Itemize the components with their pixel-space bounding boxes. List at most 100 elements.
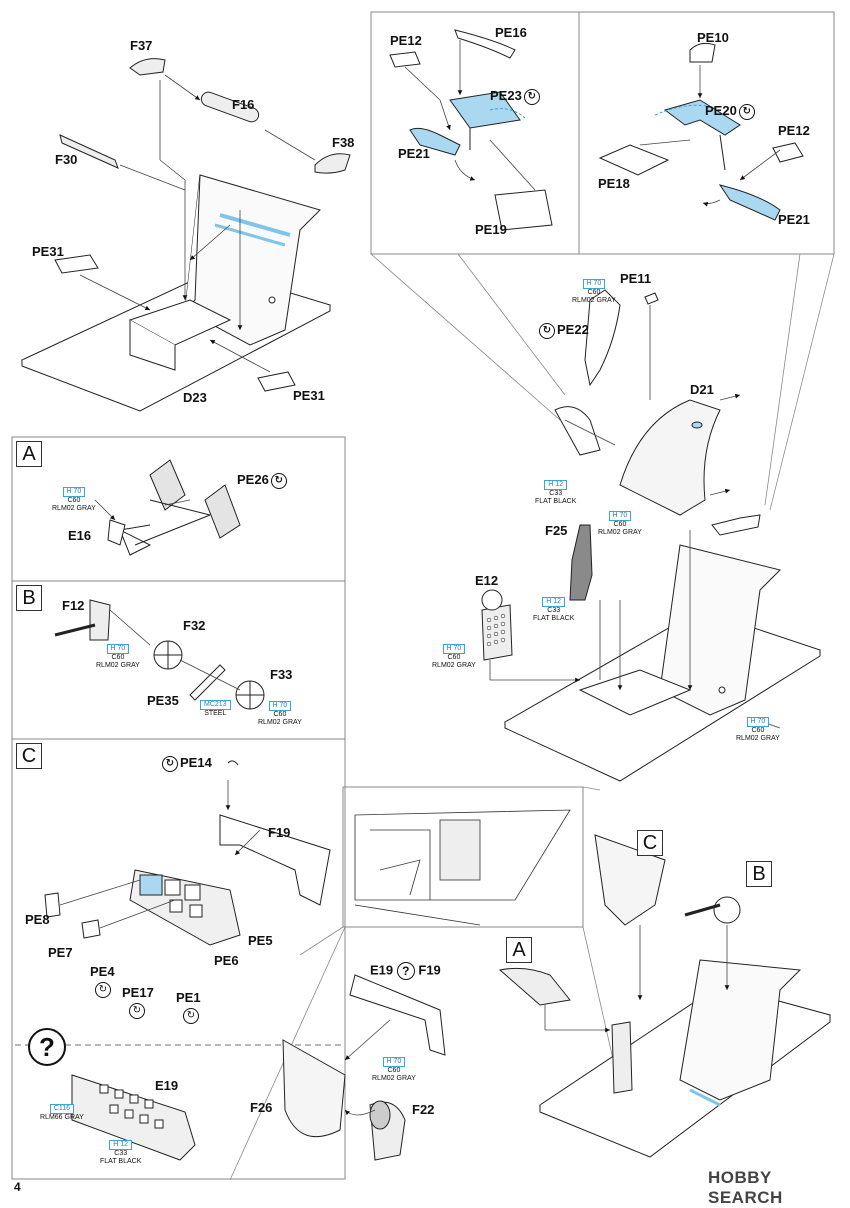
pe4-flip-icon: ↻: [95, 982, 111, 998]
leader-lines-b: [109, 609, 241, 691]
paint-code: H 70: [608, 511, 632, 521]
pe-belts-panel-1: [389, 29, 553, 231]
cockpit-floor-d23: [20, 174, 332, 412]
paint-code: H 12: [109, 1140, 133, 1150]
paint-name: RLM02 GRAY: [432, 662, 476, 669]
paint-name: FLAT BLACK: [533, 615, 575, 622]
label-f33: F33: [270, 667, 293, 682]
label-pe18: PE18: [598, 176, 630, 191]
final-a-marker: A: [506, 937, 532, 963]
label-pe26: PE26↻: [237, 472, 289, 489]
paint-name: RLM02 GRAY: [598, 529, 642, 536]
paint-ref: C60: [587, 289, 601, 296]
unknown-variant-marker: ?: [28, 1028, 66, 1066]
leader-lines-final: [544, 925, 730, 1033]
label-f16: F16: [232, 97, 255, 112]
paint-ref: C60: [387, 1067, 401, 1074]
label-f38: F38: [332, 135, 355, 150]
paint-name: RLM02 GRAY: [258, 719, 302, 726]
label-pe7: PE7: [48, 945, 73, 960]
page-number: 4: [14, 1180, 21, 1194]
label-pe35: PE35: [147, 693, 179, 708]
pe14-text: PE14: [180, 755, 212, 770]
label-f37: F37: [130, 38, 153, 53]
part-f37-f16-f38: [54, 58, 351, 392]
paint-code: C116: [49, 1104, 75, 1114]
paint-name: FLAT BLACK: [535, 498, 577, 505]
label-pe22: ↻PE22: [537, 322, 589, 339]
label-pe23: PE23↻: [490, 88, 542, 105]
pe17-flip-icon: ↻: [129, 1003, 145, 1019]
paint-ref: C60: [447, 654, 461, 661]
paint-code: H 70: [382, 1057, 406, 1067]
section-b-marker: B: [16, 585, 42, 611]
flip-icon: ↻: [523, 88, 540, 105]
label-pe16: PE16: [495, 25, 527, 40]
label-pe14: ↻PE14: [160, 755, 212, 772]
paint-code: H 12: [542, 597, 566, 607]
leader-lines-bottom: [344, 1019, 391, 1116]
paint-code: MC213: [200, 700, 231, 710]
label-pe1: PE1: [176, 990, 201, 1005]
f19b-text: F19: [418, 962, 441, 978]
label-pe31-bottom: PE31: [293, 388, 325, 403]
pe-belts-panel-2: [598, 42, 804, 221]
paint-name: RLM66 GRAY: [40, 1114, 84, 1121]
label-pe31-left: PE31: [32, 244, 64, 259]
label-e19-f19: E19 ? F19: [370, 962, 441, 980]
label-pe10: PE10: [697, 30, 729, 45]
paint-ref: C60: [67, 497, 81, 504]
paint-code: H 70: [582, 279, 606, 289]
pe20-text: PE20: [705, 103, 737, 118]
paint-ref: C60: [111, 654, 125, 661]
label-pe4: PE4: [90, 964, 115, 979]
label-e19: E19: [155, 1078, 179, 1093]
rudder-pedals-detail: [107, 459, 241, 556]
main-floor-right: [503, 544, 822, 782]
paint-name: RLM02 GRAY: [96, 662, 140, 669]
watermark: HOBBY SEARCH: [708, 1168, 783, 1207]
label-f22: F22: [412, 1102, 435, 1117]
flip-icon: ↻: [270, 472, 287, 489]
e19b-text: E19: [370, 962, 394, 978]
label-pe8: PE8: [25, 912, 50, 927]
leader-lines-topleft: [79, 74, 316, 373]
seat-d21-assembly: [554, 289, 761, 601]
paint-name: RLM02 GRAY: [372, 1075, 416, 1082]
label-f30: F30: [55, 152, 78, 167]
leader-lines-right: [489, 305, 741, 690]
trim-wheels-detail: [54, 599, 265, 710]
paint-ref: C33: [547, 607, 561, 614]
leader-lines-pe2: [639, 65, 781, 207]
label-pe12-b: PE12: [778, 123, 810, 138]
leader-lines-pe1: [404, 40, 536, 191]
panel-shroud-detail: [282, 974, 446, 1161]
cockpit-inset: [354, 809, 571, 926]
paint-code: H 70: [442, 644, 466, 654]
paint-name: STEEL: [204, 710, 227, 717]
pe23-text: PE23: [490, 88, 522, 103]
pe22-text: PE22: [557, 322, 589, 337]
paint-name: RLM02 GRAY: [572, 297, 616, 304]
section-a-marker: A: [16, 441, 42, 467]
paint-ref: C60: [613, 521, 627, 528]
label-f32: F32: [183, 618, 206, 633]
paint-ref: C60: [273, 711, 287, 718]
paint-code: H 70: [106, 644, 130, 654]
final-b-marker: B: [746, 861, 772, 887]
label-pe11: PE11: [620, 271, 652, 286]
instrument-panel-detail: [44, 760, 331, 1161]
paint-name: RLM02 GRAY: [52, 505, 96, 512]
label-pe19: PE19: [475, 222, 507, 237]
paint-code: H 70: [268, 701, 292, 711]
